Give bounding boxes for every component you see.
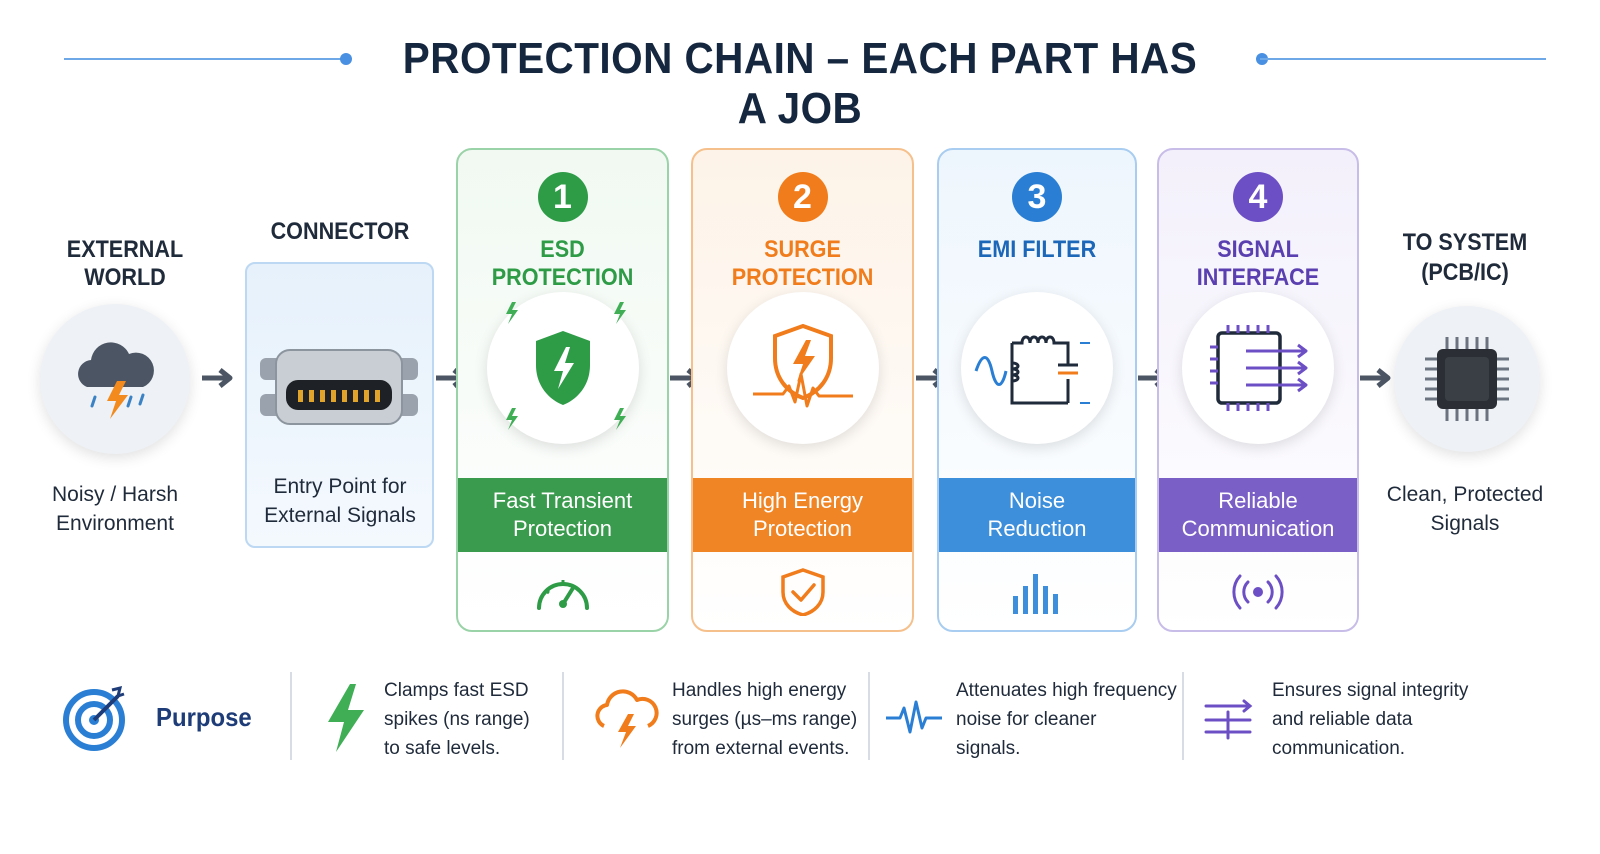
- external-desc-line1: Noisy / Harsh: [51, 483, 179, 506]
- system-label-line2: (PCB/IC): [1421, 259, 1509, 286]
- band-line1: Noise: [1008, 488, 1066, 513]
- purpose-line: Ensures signal integrity: [1272, 680, 1469, 701]
- lc-filter-icon: [974, 335, 1090, 405]
- purpose-label: Purpose: [156, 702, 252, 732]
- purpose-text-esd: Clamps fast ESD spikes (ns range) to saf…: [384, 676, 530, 763]
- signal-lines-icon: [1204, 699, 1253, 740]
- system-desc-line2: Signals: [1430, 512, 1500, 535]
- target-icon: [63, 685, 125, 751]
- purpose-text-signal: Ensures signal integrity and reliable da…: [1272, 676, 1468, 763]
- band-line1: Fast Transient: [492, 488, 633, 513]
- chip-icon: [1425, 337, 1509, 421]
- stage-number-badge: 4: [1233, 172, 1283, 222]
- shield-check-icon: [780, 568, 825, 616]
- stage-band: Noise Reduction: [939, 478, 1135, 552]
- storm-cloud-icon: [595, 689, 659, 748]
- purpose-text-surge: Handles high energy surges (µs–ms range)…: [672, 676, 857, 763]
- bars-icon: [1013, 574, 1058, 614]
- stage-number-badge: 2: [777, 172, 828, 222]
- stage-band: High Energy Protection: [693, 478, 912, 552]
- external-world-label: EXTERNAL WORLD: [66, 236, 184, 291]
- stage-title: EMI FILTER: [977, 236, 1097, 263]
- band-line2: Protection: [752, 516, 853, 541]
- stage-title: ESD PROTECTION: [491, 236, 634, 291]
- title-row: PROTECTION CHAIN – EACH PART HAS A JOB: [0, 30, 1600, 133]
- stage-title: SIGNAL INTERFACE: [1196, 236, 1320, 291]
- lightning-icon: [328, 684, 364, 752]
- purpose-divider: [290, 672, 292, 760]
- stage-band: Reliable Communication: [1159, 478, 1357, 552]
- purpose-line: surges (µs–ms range): [672, 709, 858, 730]
- stage-band: Fast Transient Protection: [458, 478, 667, 552]
- connector-desc-line1: Entry Point for: [273, 475, 407, 498]
- stage-card-signal-interface: 4 SIGNAL INTERFACE Reliable Communicatio…: [1157, 148, 1359, 632]
- spark-icons: [506, 302, 626, 430]
- system-circle: [1394, 306, 1540, 452]
- external-world-circle: [40, 304, 190, 454]
- stage-card-emi: 3 EMI FILTER Noise Reduction: [937, 148, 1137, 632]
- purpose-line: Handles high energy: [672, 680, 847, 701]
- shield-bolt-icon: [535, 331, 590, 405]
- page-title: PROTECTION CHAIN – EACH PART HAS A JOB: [402, 34, 1198, 133]
- band-line2: Communication: [1181, 516, 1335, 541]
- chip-signal-icon: [1210, 325, 1308, 411]
- purpose-line: noise for cleaner: [956, 709, 1097, 730]
- purpose-divider: [1182, 672, 1184, 760]
- stage-icon-circle: [726, 292, 879, 444]
- speedometer-icon: [536, 580, 589, 610]
- connector-desc-line2: External Signals: [264, 504, 416, 527]
- stage-number-badge: 3: [1012, 172, 1062, 222]
- purpose-line: Attenuates high frequency: [956, 680, 1177, 701]
- purpose-line: signals.: [956, 738, 1021, 759]
- connector-desc: Entry Point for External Signals: [250, 472, 430, 530]
- title-rule-left: [64, 58, 346, 60]
- external-desc-line2: Environment: [56, 512, 174, 535]
- band-line2: Reduction: [987, 516, 1087, 541]
- external-world-desc: Noisy / Harsh Environment: [20, 480, 210, 538]
- purpose-row: Purpose Clamps fast ESD spikes (ns range…: [0, 672, 1600, 772]
- title-dot-left: [340, 53, 352, 65]
- band-line1: Reliable: [1218, 488, 1298, 513]
- stage-card-esd: 1 ESD PROTECTION Fast Transient Protecti…: [456, 148, 669, 632]
- purpose-text-emi: Attenuates high frequency noise for clea…: [956, 676, 1177, 763]
- system-label-line1: TO SYSTEM: [1402, 229, 1528, 256]
- connector-label: CONNECTOR: [270, 218, 410, 245]
- band-line1: High Energy: [741, 488, 864, 513]
- to-system-label: TO SYSTEM (PCB/IC): [1389, 228, 1542, 288]
- purpose-line: spikes (ns range): [384, 709, 530, 730]
- purpose-line: from external events.: [672, 738, 850, 759]
- stage-icon-circle: [1182, 292, 1334, 444]
- stage-icon-circle: [961, 292, 1113, 444]
- purpose-line: communication.: [1272, 738, 1406, 759]
- purpose-divider: [562, 672, 564, 760]
- stage-number-badge: 1: [537, 172, 588, 222]
- band-line2: Protection: [512, 516, 613, 541]
- purpose-divider: [868, 672, 870, 760]
- purpose-line: to safe levels.: [384, 738, 501, 759]
- flow-arrow-6: [1360, 368, 1391, 388]
- waveform-icon: [886, 700, 942, 734]
- storm-cloud-icon: [78, 342, 154, 419]
- broadcast-icon: [1232, 574, 1284, 610]
- title-rule-right: [1260, 58, 1546, 60]
- purpose-line: and reliable data: [1272, 709, 1413, 730]
- purpose-line: Clamps fast ESD: [384, 680, 529, 701]
- stage-card-surge: 2 SURGE PROTECTION High Energy Protectio…: [691, 148, 914, 632]
- stage-title: SURGE PROTECTION: [731, 236, 874, 291]
- flow-arrow-1: [202, 368, 233, 388]
- usb-connector-icon: [260, 349, 418, 425]
- system-desc-line1: Clean, Protected: [1386, 483, 1544, 506]
- surge-shield-icon: [752, 323, 853, 408]
- system-desc: Clean, Protected Signals: [1380, 480, 1550, 538]
